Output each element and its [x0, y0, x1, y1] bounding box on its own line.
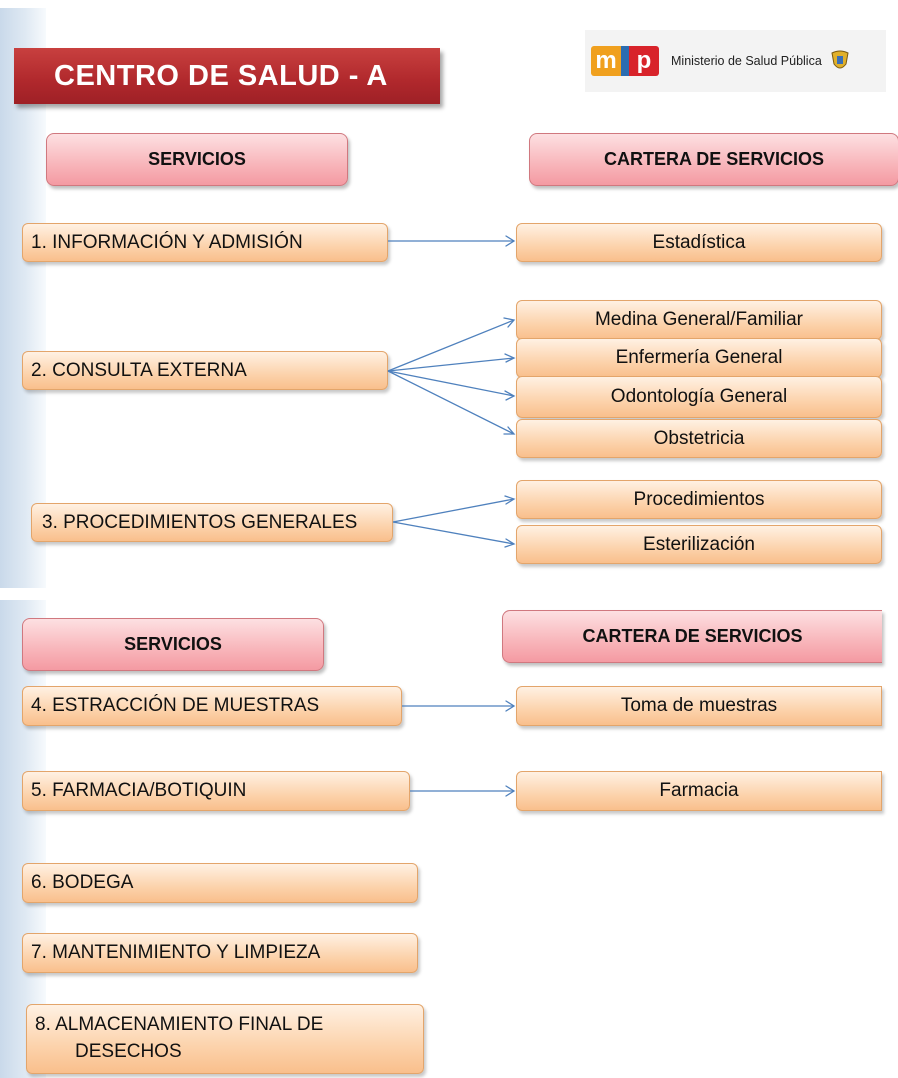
cartera-obstetricia: Obstetricia: [516, 419, 882, 458]
arrowhead-enfermeria: [504, 353, 516, 363]
arrowhead-toma-muestras: [505, 700, 516, 712]
service-consulta-externa: 2. CONSULTA EXTERNA: [22, 351, 388, 390]
service-procedimientos-generales: 3. PROCEDIMIENTOS GENERALES: [31, 503, 393, 542]
logo-s-bar: [621, 46, 629, 76]
service-farmacia-botiquin: 5. FARMACIA/BOTIQUIN: [22, 771, 410, 811]
logo-m-letter: m: [591, 46, 621, 76]
msp-logo-mark: m p: [591, 46, 659, 76]
cartera-header-1: CARTERA DE SERVICIOS: [529, 133, 898, 186]
arrow-consulta-medicina: [387, 319, 515, 372]
arrow-procedimientos-esterilizacion: [392, 521, 515, 545]
arrowhead-obstetricia: [503, 426, 516, 435]
service-8-line-2: DESECHOS: [75, 1041, 182, 1062]
left-stripe-top: [0, 8, 46, 588]
msp-logo: m p Ministerio de Salud Pública: [585, 30, 886, 92]
arrowhead-medicina: [503, 317, 516, 328]
arrowhead-esterilizacion: [504, 538, 516, 548]
cartera-estadistica: Estadística: [516, 223, 882, 262]
service-informacion-admision: 1. INFORMACIÓN Y ADMISIÓN: [22, 223, 388, 262]
left-stripe-bottom: [0, 600, 46, 1078]
arrow-procedimientos-procedimientos: [392, 498, 515, 523]
logo-text: Ministerio de Salud Pública: [671, 54, 822, 68]
servicios-header-2: SERVICIOS: [22, 618, 324, 671]
service-8-line-1: 8. ALMACENAMIENTO FINAL DE: [35, 1014, 324, 1035]
arrowhead-estadistica: [505, 235, 516, 247]
cartera-toma-muestras: Toma de muestras: [516, 686, 882, 726]
coat-of-arms-icon: [831, 50, 849, 69]
cartera-esterilizacion: Esterilización: [516, 525, 882, 564]
cartera-odontologia-general: Odontología General: [516, 376, 882, 418]
arrow-consulta-enfermeria: [387, 357, 515, 372]
page-title: CENTRO DE SALUD - A: [14, 48, 440, 104]
cartera-procedimientos: Procedimientos: [516, 480, 882, 519]
arrowhead-procedimientos: [504, 495, 516, 505]
cartera-enfermeria-general: Enfermería General: [516, 338, 882, 378]
logo-p-letter: p: [629, 46, 659, 76]
service-extraccion-muestras: 4. ESTRACCIÓN DE MUESTRAS: [22, 686, 402, 726]
service-bodega: 6. BODEGA: [22, 863, 418, 903]
servicios-header-1: SERVICIOS: [46, 133, 348, 186]
cartera-header-2: CARTERA DE SERVICIOS: [502, 610, 882, 663]
service-almacenamiento-desechos: 8. ALMACENAMIENTO FINAL DE DESECHOS: [26, 1004, 424, 1074]
arrowhead-farmacia: [505, 785, 516, 797]
cartera-medicina-general: Medina General/Familiar: [516, 300, 882, 340]
service-mantenimiento-limpieza: 7. MANTENIMIENTO Y LIMPIEZA: [22, 933, 418, 973]
arrowhead-odontologia: [504, 390, 516, 401]
cartera-farmacia: Farmacia: [516, 771, 882, 811]
arrow-consulta-odontologia: [387, 370, 515, 397]
arrow-consulta-obstetricia: [387, 370, 515, 435]
